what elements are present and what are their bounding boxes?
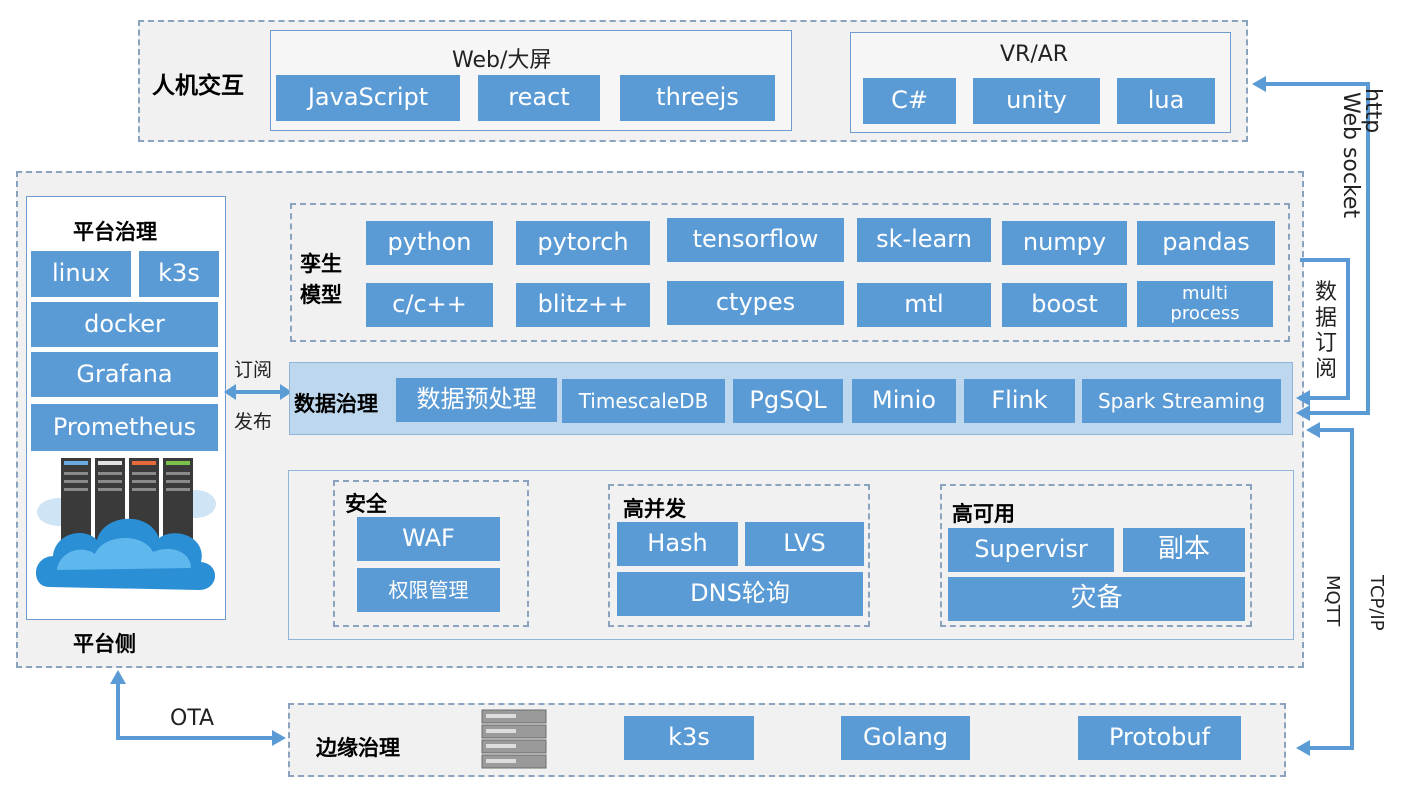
mqtt-label: MQTT <box>1322 575 1343 627</box>
security-item: WAF <box>357 517 500 561</box>
web-item: react <box>478 75 600 121</box>
governance-item: Grafana <box>31 352 218 397</box>
data-title: 数据治理 <box>294 392 378 416</box>
platform-side-title: 平台侧 <box>73 632 136 656</box>
data-item: Spark Streaming <box>1082 379 1281 423</box>
vr-item: C# <box>863 78 956 124</box>
availability-title: 高可用 <box>952 502 1015 526</box>
twin-item: python <box>366 221 493 265</box>
availability-item: 灾备 <box>948 577 1245 621</box>
edge-item: Protobuf <box>1078 716 1241 760</box>
edge-title: 边缘治理 <box>316 736 400 760</box>
data-item: TimescaleDB <box>562 379 725 423</box>
twin-item: tensorflow <box>667 218 844 262</box>
web-item: threejs <box>620 75 775 121</box>
concurrency-title: 高并发 <box>623 497 686 521</box>
concurrency-item: LVS <box>745 522 864 566</box>
twin-panel <box>290 203 1290 342</box>
rack-server-icon <box>481 709 547 769</box>
governance-item: linux <box>31 251 131 297</box>
vr-item: unity <box>973 78 1100 124</box>
twin-item-multiprocess: multi process <box>1137 281 1273 327</box>
edge-item: Golang <box>841 716 970 760</box>
security-title: 安全 <box>345 492 387 516</box>
availability-item: 副本 <box>1123 528 1245 572</box>
ota-label: OTA <box>170 706 215 731</box>
web-group-title: Web/大屏 <box>452 48 552 73</box>
data-item: 数据预处理 <box>396 378 557 422</box>
twin-item: pytorch <box>516 221 650 265</box>
twin-item: boost <box>1002 283 1127 327</box>
security-item: 权限管理 <box>357 568 500 612</box>
data-subscribe-label: 数据订阅 <box>1314 280 1337 382</box>
twin-item-multiprocess-label: multi process <box>1170 283 1240 324</box>
twin-title-line2: 模型 <box>300 283 342 307</box>
concurrency-item: Hash <box>617 522 738 566</box>
concurrency-group <box>608 484 870 627</box>
http-label: http <box>1360 88 1385 134</box>
subscribe-label: 订阅 <box>234 359 273 381</box>
twin-item: ctypes <box>667 281 844 325</box>
data-item: PgSQL <box>733 379 843 423</box>
twin-item: blitz++ <box>516 283 650 327</box>
governance-item: docker <box>31 302 218 347</box>
twin-item: c/c++ <box>366 283 493 327</box>
concurrency-item: DNS轮询 <box>617 572 863 616</box>
hmi-title: 人机交互 <box>152 73 244 99</box>
governance-item: k3s <box>139 251 219 297</box>
tcpip-label: TCP/IP <box>1366 575 1387 631</box>
pubsub-arrow <box>224 384 292 400</box>
availability-group <box>940 484 1252 627</box>
governance-title: 平台治理 <box>73 220 157 244</box>
reliability-panel <box>288 470 1294 640</box>
publish-label: 发布 <box>234 411 273 433</box>
vr-group-title: VR/AR <box>1000 42 1069 67</box>
twin-item: sk-learn <box>857 218 991 262</box>
security-group <box>333 480 529 627</box>
twin-item: mtl <box>857 283 991 327</box>
data-item: Minio <box>852 379 956 423</box>
availability-item: Supervisr <box>948 528 1114 572</box>
data-item: Flink <box>964 379 1075 423</box>
web-item: JavaScript <box>276 75 460 121</box>
edge-item: k3s <box>624 716 754 760</box>
twin-title-line1: 孪生 <box>300 252 342 276</box>
twin-item: pandas <box>1137 221 1275 265</box>
vr-item: lua <box>1117 78 1215 124</box>
governance-item: Prometheus <box>31 404 218 451</box>
twin-item: numpy <box>1002 221 1127 265</box>
server-cloud-icon <box>35 458 216 590</box>
websocket-label: Web socket <box>1338 92 1363 219</box>
